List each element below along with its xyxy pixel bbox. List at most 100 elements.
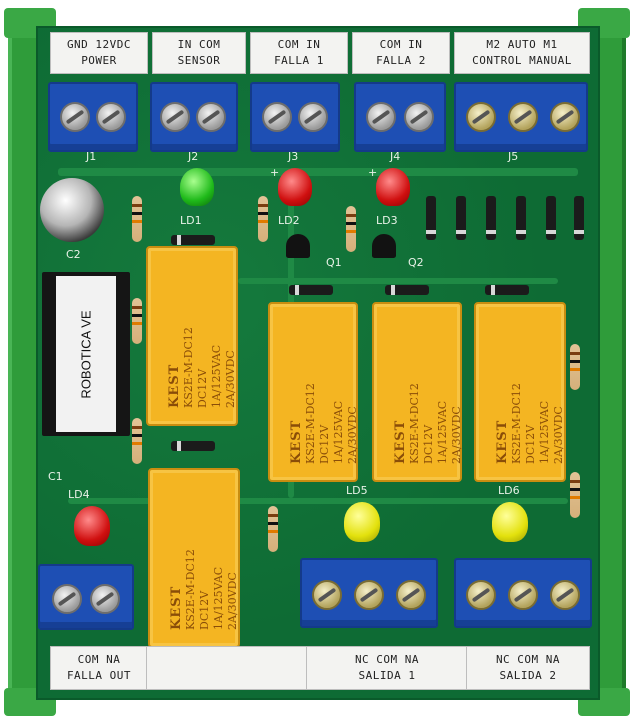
diode (456, 196, 466, 240)
silk-c2: C2 (66, 248, 81, 261)
relay-2: KEST KS2E-M-DC12 DC12V 1A/125VAC 2A/30VD… (268, 302, 360, 482)
trace (238, 278, 558, 284)
silk-ld6: LD6 (498, 484, 520, 497)
transistor-q1 (286, 234, 310, 258)
relay-rating-dc: 2A/30VDC (450, 406, 463, 464)
screw-icon[interactable] (196, 102, 226, 132)
transistor-q2 (372, 234, 396, 258)
silk-ld5: LD5 (346, 484, 368, 497)
screw-icon[interactable] (396, 580, 426, 610)
relay-5-text: KEST KS2E-M-DC12 DC12V 1A/125VAC 2A/30VD… (169, 549, 240, 630)
relay-3-text: KEST KS2E-M-DC12 DC12V 1A/125VAC 2A/30VD… (393, 383, 464, 464)
relay-brand: KEST (167, 363, 182, 408)
resistor (570, 472, 580, 518)
terminal-j3-falla1[interactable] (250, 82, 340, 152)
ic-label: ROBOTICA VE (56, 276, 116, 432)
screw-icon[interactable] (466, 102, 496, 132)
salida2-label: NC COM NA SALIDA 2 (466, 646, 590, 690)
screw-icon[interactable] (404, 102, 434, 132)
screw-icon[interactable] (262, 102, 292, 132)
terminal-j4-falla2[interactable] (354, 82, 446, 152)
relay-2-text: KEST KS2E-M-DC12 DC12V 1A/125VAC 2A/30VD… (289, 383, 360, 464)
relay-voltage: DC12V (318, 424, 331, 464)
terminal-j2-sensor[interactable] (150, 82, 238, 152)
resistor (346, 206, 356, 252)
falla2-label: COM IN FALLA 2 (352, 32, 450, 74)
led-ld6-yellow (492, 502, 528, 542)
terminal-falla-out[interactable] (38, 564, 134, 630)
trace (68, 498, 568, 504)
salida2-label-line1: NC COM NA (495, 653, 561, 666)
relay-voltage: DC12V (198, 590, 211, 630)
screw-icon[interactable] (354, 580, 384, 610)
diode (485, 285, 529, 295)
silk-ld4: LD4 (68, 488, 90, 501)
screw-icon[interactable] (90, 584, 120, 614)
diode (171, 441, 215, 451)
relay-model: KS2E-M-DC12 (184, 549, 197, 630)
relay-4-text: KEST KS2E-M-DC12 DC12V 1A/125VAC 2A/30VD… (495, 383, 566, 464)
relay-voltage: DC12V (524, 424, 537, 464)
ic-label-text: ROBOTICA VE (78, 309, 94, 399)
diode (574, 196, 584, 240)
led-sensor-green (180, 168, 214, 206)
salida2-label-line2: SALIDA 2 (499, 669, 557, 682)
led-ld3-red (376, 168, 410, 206)
resistor (258, 196, 268, 242)
screw-icon[interactable] (508, 580, 538, 610)
silk-j1: J1 (86, 150, 97, 163)
relay-rating-ac: 1A/125VAC (212, 566, 225, 630)
power-label-line1: GND 12VDC (66, 38, 132, 51)
screw-icon[interactable] (96, 102, 126, 132)
screw-icon[interactable] (52, 584, 82, 614)
screw-icon[interactable] (466, 580, 496, 610)
diode (289, 285, 333, 295)
terminal-salida2[interactable] (454, 558, 592, 628)
falla-out-label: COM NA FALLA OUT (50, 646, 148, 690)
relay-rating-dc: 2A/30VDC (552, 406, 565, 464)
relay-brand: KEST (169, 585, 184, 630)
salida1-label-line1: NC COM NA (354, 653, 420, 666)
sensor-label-line1: IN COM (177, 38, 221, 51)
resistor (132, 298, 142, 344)
screw-icon[interactable] (298, 102, 328, 132)
silk-ld3: LD3 (376, 214, 398, 227)
terminal-salida1[interactable] (300, 558, 438, 628)
falla1-label-line1: COM IN (277, 38, 321, 51)
relay-voltage: DC12V (196, 368, 209, 408)
silk-j2: J2 (188, 150, 199, 163)
pcb-board: GND 12VDC POWER IN COM SENSOR COM IN FAL… (36, 26, 600, 700)
diode (516, 196, 526, 240)
diode (171, 235, 215, 245)
screw-icon[interactable] (550, 580, 580, 610)
terminal-j5-control[interactable] (454, 82, 588, 152)
relay-rating-dc: 2A/30VDC (346, 406, 359, 464)
relay-model: KS2E-M-DC12 (510, 383, 523, 464)
silk-q2: Q2 (408, 256, 424, 269)
terminal-j1-power[interactable] (48, 82, 138, 152)
relay-5: KEST KS2E-M-DC12 DC12V 1A/125VAC 2A/30VD… (148, 468, 240, 648)
screw-icon[interactable] (366, 102, 396, 132)
relay-brand: KEST (393, 419, 408, 464)
control-label-line2: CONTROL MANUAL (472, 54, 572, 67)
screw-icon[interactable] (508, 102, 538, 132)
relay-voltage: DC12V (422, 424, 435, 464)
screw-icon[interactable] (312, 580, 342, 610)
silk-j4: J4 (390, 150, 401, 163)
falla1-label-line2: FALLA 1 (274, 54, 324, 67)
relay-rating-ac: 1A/125VAC (436, 400, 449, 464)
screw-icon[interactable] (60, 102, 90, 132)
relay-rating-ac: 1A/125VAC (332, 400, 345, 464)
relay-rating-dc: 2A/30VDC (226, 572, 239, 630)
diode (385, 285, 429, 295)
screw-icon[interactable] (160, 102, 190, 132)
relay-1-text: KEST KS2E-M-DC12 DC12V 1A/125VAC 2A/30VD… (167, 327, 238, 408)
relay-rating-dc: 2A/30VDC (224, 350, 237, 408)
resistor (268, 506, 278, 552)
relay-model: KS2E-M-DC12 (182, 327, 195, 408)
blank-label (146, 646, 308, 690)
relay-model: KS2E-M-DC12 (408, 383, 421, 464)
screw-icon[interactable] (550, 102, 580, 132)
trace (58, 168, 578, 176)
relay-rating-ac: 1A/125VAC (538, 400, 551, 464)
